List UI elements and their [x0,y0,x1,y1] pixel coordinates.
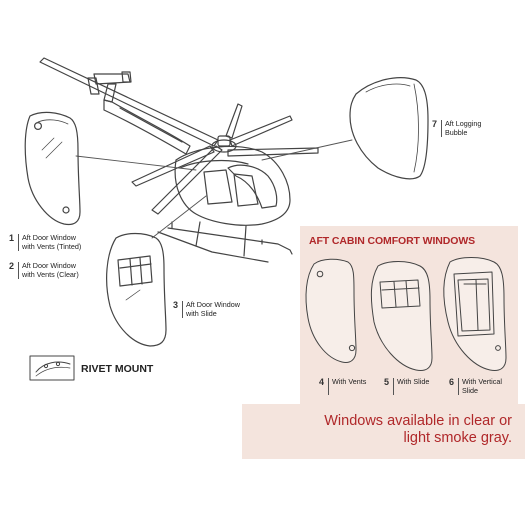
rivet-mount-label: RIVET MOUNT [81,363,154,375]
comfort-windows-title: AFT CABIN COMFORT WINDOWS [309,235,476,247]
aft-logging-bubble-art [349,77,429,180]
availability-note-box [242,404,525,459]
aft-door-window-slide-art [106,232,167,347]
comfort-window-vertical-slide-art [443,257,507,371]
helicopter-illustration [39,57,319,263]
availability-note: Windows available in clear or light smok… [324,413,512,446]
comfort-window-vents-art [305,258,357,363]
aft-door-window-vents-art [24,111,81,226]
comfort-window-slide-art [370,261,433,371]
rivet-mount-icon [29,355,75,381]
